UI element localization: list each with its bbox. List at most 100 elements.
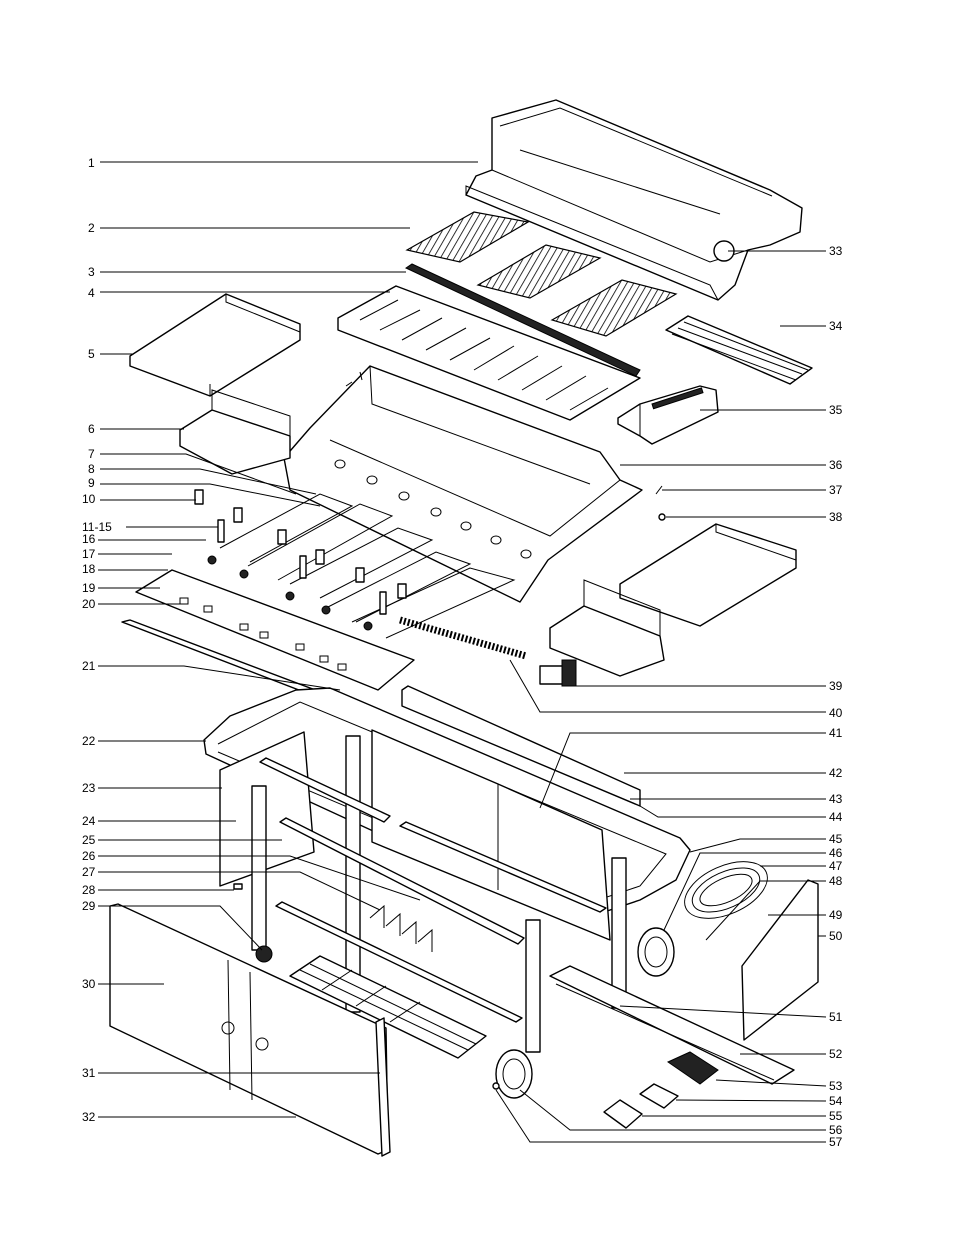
rod-part bbox=[404, 263, 641, 377]
label-left-26: 26 bbox=[82, 849, 96, 863]
label-left-2: 2 bbox=[88, 221, 95, 235]
label-left-32: 32 bbox=[82, 1110, 96, 1124]
axle-nut-part bbox=[492, 1082, 500, 1090]
leader-line-49 bbox=[715, 1079, 827, 1087]
label-right-34: 34 bbox=[829, 319, 843, 333]
leader-line-7 bbox=[100, 453, 297, 495]
rear-panel-part bbox=[401, 685, 641, 807]
lid-part bbox=[465, 99, 803, 301]
label-right-55: 55 bbox=[829, 1109, 843, 1123]
label-left-1: 1 bbox=[88, 156, 95, 170]
label-left-28: 28 bbox=[82, 883, 96, 897]
leader-line-44 bbox=[705, 880, 826, 941]
label-right-35: 35 bbox=[829, 403, 843, 417]
leader-line-53 bbox=[495, 1089, 826, 1143]
leader-line-37 bbox=[539, 732, 826, 809]
left-side-table-part bbox=[129, 293, 301, 397]
screws-part bbox=[345, 371, 666, 521]
firebox-part bbox=[283, 365, 643, 603]
label-right-56: 56 bbox=[829, 1123, 843, 1137]
label-right-50: 50 bbox=[829, 929, 843, 943]
grease-tray-part bbox=[549, 965, 795, 1085]
part-number-labels: 1 2 3 4 5 6 7 8 9 10 11-15 16 17 18 19 2… bbox=[82, 156, 843, 1149]
label-left-7: 7 bbox=[88, 447, 95, 461]
leader-line-40 bbox=[639, 805, 826, 818]
warming-rack-part bbox=[665, 315, 813, 385]
right-door-part bbox=[741, 879, 819, 1041]
label-left-17: 17 bbox=[82, 547, 96, 561]
label-right-44: 44 bbox=[829, 810, 843, 824]
regulator-part bbox=[539, 659, 577, 687]
label-left-22: 22 bbox=[82, 734, 96, 748]
label-left-8: 8 bbox=[88, 462, 95, 476]
small-fitting-part bbox=[233, 883, 243, 890]
label-left-20: 20 bbox=[82, 597, 96, 611]
leader-line-47 bbox=[619, 1005, 827, 1018]
label-right-43: 43 bbox=[829, 792, 843, 806]
leader-line-23 bbox=[98, 871, 381, 911]
label-right-39: 39 bbox=[829, 679, 843, 693]
leader-line-42 bbox=[663, 852, 826, 931]
control-panel-part bbox=[135, 569, 415, 691]
label-left-23: 23 bbox=[82, 781, 96, 795]
manifold-coil-part bbox=[399, 616, 527, 660]
label-right-33: 33 bbox=[829, 244, 843, 258]
burner-tubes-part bbox=[219, 493, 516, 639]
drip-pan-part bbox=[603, 1083, 679, 1129]
label-left-16: 16 bbox=[82, 532, 96, 546]
cooking-grates-part bbox=[405, 211, 678, 337]
leader-line-22 bbox=[98, 855, 421, 901]
leader-lines bbox=[98, 161, 827, 1143]
caster-part bbox=[255, 945, 273, 963]
leader-line-8 bbox=[100, 468, 317, 495]
label-right-42: 42 bbox=[829, 766, 843, 780]
bottom-rack-part bbox=[289, 955, 487, 1059]
flavorizer-bars-part bbox=[337, 285, 641, 421]
leader-line-17 bbox=[98, 665, 341, 691]
label-left-25: 25 bbox=[82, 833, 96, 847]
label-right-57: 57 bbox=[829, 1135, 843, 1149]
right-table-bracket-part bbox=[549, 579, 665, 677]
leader-line-50 bbox=[675, 1099, 827, 1102]
label-right-52: 52 bbox=[829, 1047, 843, 1061]
leader-line-9 bbox=[100, 483, 321, 507]
label-left-10: 10 bbox=[82, 492, 96, 506]
label-left-3: 3 bbox=[88, 265, 95, 279]
label-right-51: 51 bbox=[829, 1010, 843, 1024]
control-box-part bbox=[617, 385, 719, 445]
leader-line-52 bbox=[519, 1089, 826, 1131]
label-right-53: 53 bbox=[829, 1079, 843, 1093]
label-right-48: 48 bbox=[829, 874, 843, 888]
wheel-right-part bbox=[637, 927, 675, 977]
label-left-18: 18 bbox=[82, 562, 96, 576]
label-left-29: 29 bbox=[82, 899, 96, 913]
cross-tubes-part bbox=[259, 757, 607, 1023]
label-right-45: 45 bbox=[829, 832, 843, 846]
hose-coil-part bbox=[684, 861, 768, 919]
label-right-49: 49 bbox=[829, 908, 843, 922]
label-right-54: 54 bbox=[829, 1094, 843, 1108]
label-right-47: 47 bbox=[829, 859, 843, 873]
catch-pan-holder-part bbox=[666, 1051, 719, 1085]
heat-shield-brackets-part bbox=[369, 904, 433, 952]
label-left-30: 30 bbox=[82, 977, 96, 991]
label-left-27: 27 bbox=[82, 865, 96, 879]
door-frame-part bbox=[375, 1017, 391, 1157]
label-left-19: 19 bbox=[82, 581, 96, 595]
label-right-36: 36 bbox=[829, 458, 843, 472]
label-right-40: 40 bbox=[829, 706, 843, 720]
label-right-46: 46 bbox=[829, 846, 843, 860]
label-left-4: 4 bbox=[88, 286, 95, 300]
label-right-37: 37 bbox=[829, 483, 843, 497]
left-table-bracket-part bbox=[179, 389, 291, 475]
label-left-11-15: 11-15 bbox=[82, 520, 112, 534]
label-left-24: 24 bbox=[82, 814, 96, 828]
label-left-21: 21 bbox=[82, 659, 96, 673]
leader-line-41 bbox=[689, 838, 826, 853]
label-left-6: 6 bbox=[88, 422, 95, 436]
label-left-31: 31 bbox=[82, 1066, 96, 1080]
label-left-5: 5 bbox=[88, 347, 95, 361]
label-right-41: 41 bbox=[829, 726, 843, 740]
leader-line-36 bbox=[509, 659, 826, 713]
